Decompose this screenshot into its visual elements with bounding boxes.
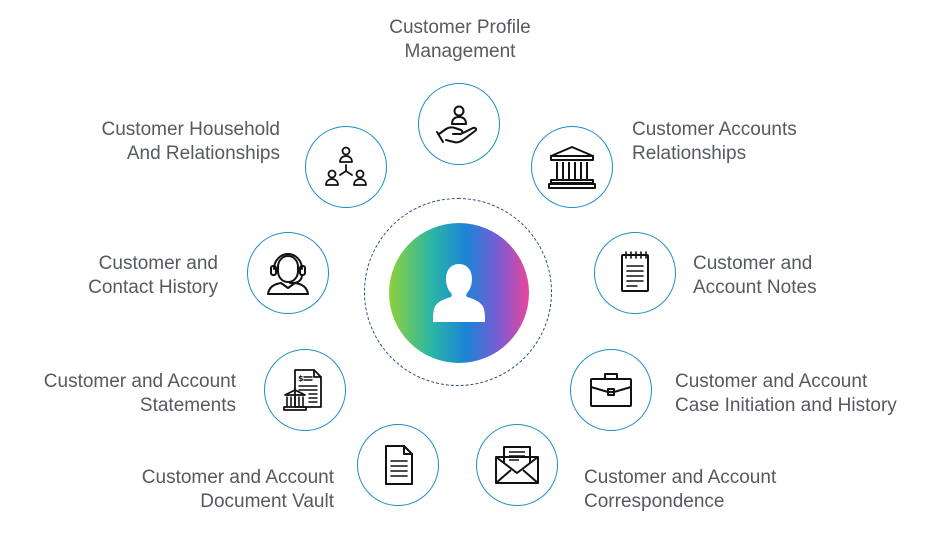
node-contact[interactable]	[247, 232, 329, 314]
label-correspondence: Customer and Account Correspondence	[584, 467, 777, 512]
node-correspondence[interactable]	[476, 424, 558, 506]
statement-bank-icon: $	[283, 369, 322, 411]
user-network-icon	[325, 146, 367, 186]
briefcase-icon	[590, 373, 632, 407]
label-household: Customer Household And Relationships	[101, 119, 280, 164]
svg-text:$: $	[298, 374, 304, 383]
label-statements: Customer and Account Statements	[43, 371, 236, 416]
label-case: Customer and Account Case Initiation and…	[675, 371, 897, 416]
node-case[interactable]	[570, 349, 652, 431]
notepad-icon	[621, 251, 649, 292]
node-accounts[interactable]	[531, 126, 613, 208]
dashed-orbit-ring	[364, 198, 552, 386]
node-notes[interactable]	[594, 232, 676, 314]
node-statements[interactable]: $	[264, 349, 346, 431]
envelope-icon	[495, 446, 539, 484]
document-icon	[385, 445, 413, 485]
label-notes: Customer and Account Notes	[693, 253, 817, 298]
headset-agent-icon	[267, 253, 309, 295]
hand-with-user-icon	[436, 105, 478, 144]
customer-hub	[389, 223, 529, 363]
node-vault[interactable]	[357, 424, 439, 506]
label-profile: Customer Profile Management	[389, 17, 531, 62]
customer-silhouette-icon	[433, 264, 485, 322]
label-vault: Customer and Account Document Vault	[141, 467, 334, 512]
label-contact: Customer and Contact History	[88, 253, 218, 298]
bank-building-icon	[548, 146, 596, 189]
node-profile[interactable]	[418, 83, 500, 165]
node-household[interactable]	[305, 126, 387, 208]
label-accounts: Customer Accounts Relationships	[632, 119, 797, 164]
